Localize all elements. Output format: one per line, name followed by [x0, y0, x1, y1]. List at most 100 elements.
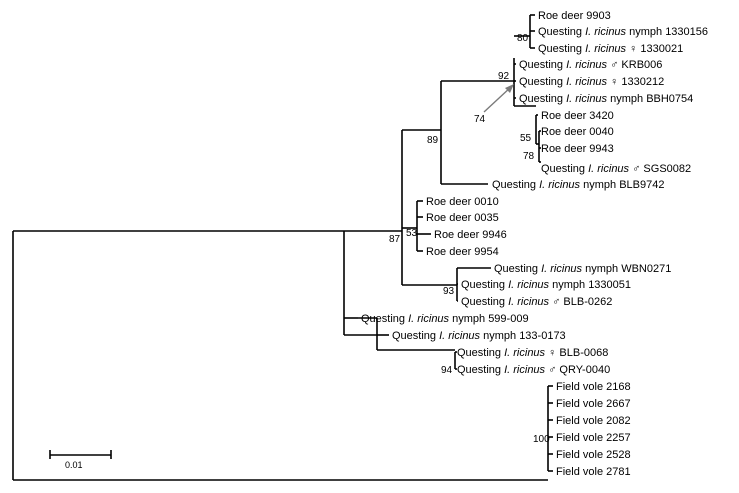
bootstrap-value: 55 [520, 133, 532, 144]
leaf-label-part: Roe deer 0040 [541, 126, 614, 138]
bootstrap-value: 89 [427, 135, 439, 146]
leaf-label-part: Questing [361, 313, 408, 325]
leaf-label-fv2667: Field vole 2667 [556, 398, 631, 410]
leaf-label-part: Roe deer 9946 [434, 229, 507, 241]
leaf-label-rd9943: Roe deer 9943 [541, 143, 614, 155]
leaf-label-part: Questing [519, 76, 566, 88]
leaf-label-part: I. ricinus [566, 93, 607, 105]
bootstrap-value: 100 [533, 434, 550, 445]
leaf-label-fv2781: Field vole 2781 [556, 466, 631, 478]
leaf-label-fBLB0068: Questing I. ricinus ♀ BLB-0068 [457, 347, 608, 359]
leaf-label-part: I. ricinus [588, 163, 629, 175]
leaf-label-f1330021: Questing I. ricinus ♀ 1330021 [538, 43, 683, 55]
leaf-label-fv2257: Field vole 2257 [556, 432, 631, 444]
leaf-label-part: Questing [461, 296, 508, 308]
leaf-label-part: I. ricinus [408, 313, 449, 325]
scale-bar-label: 0.01 [65, 460, 83, 470]
leaf-label-part: I. ricinus [585, 26, 626, 38]
leaf-label-rd9954: Roe deer 9954 [426, 246, 499, 258]
leaf-label-n1330051: Questing I. ricinus nymph 1330051 [461, 279, 631, 291]
leaf-label-part: I. ricinus [539, 179, 580, 191]
bootstrap-value: 53 [406, 228, 418, 239]
leaf-label-part: Questing [541, 163, 588, 175]
leaf-label-part: Questing [494, 263, 541, 275]
leaf-label-part: Questing [457, 364, 504, 376]
leaf-label-rd0035: Roe deer 0035 [426, 212, 499, 224]
leaf-label-part: Questing [519, 93, 566, 105]
leaf-label-rd0040: Roe deer 0040 [541, 126, 614, 138]
leaf-label-nWBN0271: Questing I. ricinus nymph WBN0271 [494, 263, 671, 275]
leaf-label-part: ♀ 1330021 [626, 43, 683, 55]
leaf-label-part: Roe deer 0035 [426, 212, 499, 224]
leaf-label-fv2528: Field vole 2528 [556, 449, 631, 461]
leaf-label-part: Questing [392, 330, 439, 342]
leaf-label-part: Questing [519, 59, 566, 71]
leaf-label-part: nymph BLB9742 [580, 179, 664, 191]
pointer-arrow-head-icon [505, 84, 514, 93]
leaf-label-part: I. ricinus [504, 364, 545, 376]
bootstrap-value: 94 [441, 365, 453, 376]
leaf-label-part: Roe deer 0010 [426, 196, 499, 208]
leaf-label-rd9946: Roe deer 9946 [434, 229, 507, 241]
leaf-label-part: ♀ BLB-0068 [545, 347, 608, 359]
leaf-label-part: Questing [461, 279, 508, 291]
leaf-label-fv2168: Field vole 2168 [556, 381, 631, 393]
leaf-label-part: Field vole 2082 [556, 415, 631, 427]
leaf-label-part: nymph WBN0271 [582, 263, 671, 275]
leaf-label-part: nymph BBH0754 [607, 93, 693, 105]
leaf-label-mKRB006: Questing I. ricinus ♂ KRB006 [519, 59, 662, 71]
leaf-label-part: I. ricinus [585, 43, 626, 55]
leaf-label-part: I. ricinus [504, 347, 545, 359]
leaf-label-part: I. ricinus [566, 59, 607, 71]
leaf-label-part: Field vole 2528 [556, 449, 631, 461]
leaf-label-part: Field vole 2781 [556, 466, 631, 478]
leaf-label-part: I. ricinus [508, 279, 549, 291]
leaf-label-mBLB0262: Questing I. ricinus ♂ BLB-0262 [461, 296, 612, 308]
leaf-label-part: Questing [492, 179, 539, 191]
leaf-label-part: Roe deer 3420 [541, 110, 614, 122]
leaf-label-mQRY0040: Questing I. ricinus ♂ QRY-0040 [457, 364, 610, 376]
leaf-label-part: nymph 1330156 [626, 26, 708, 38]
leaf-label-nBBH0754: Questing I. ricinus nymph BBH0754 [519, 93, 693, 105]
leaf-label-part: I. ricinus [439, 330, 480, 342]
leaf-label-f1330212: Questing I. ricinus ♀ 1330212 [519, 76, 664, 88]
leaf-label-part: ♂ KRB006 [607, 59, 662, 71]
leaf-label-part: Roe deer 9943 [541, 143, 614, 155]
leaf-label-n599009: Questing I. ricinus nymph 599-009 [361, 313, 529, 325]
leaf-label-part: I. ricinus [541, 263, 582, 275]
leaf-label-fv2082: Field vole 2082 [556, 415, 631, 427]
leaf-label-part: ♂ SGS0082 [629, 163, 691, 175]
leaf-label-part: I. ricinus [566, 76, 607, 88]
leaf-label-part: ♂ QRY-0040 [545, 364, 610, 376]
leaf-label-part: ♂ BLB-0262 [549, 296, 612, 308]
leaf-label-part: Field vole 2667 [556, 398, 631, 410]
bootstrap-value: 80 [517, 33, 529, 44]
leaf-label-part: nymph 1330051 [549, 279, 631, 291]
leaf-label-rd0010: Roe deer 0010 [426, 196, 499, 208]
leaf-label-part: Roe deer 9903 [538, 10, 611, 22]
leaf-label-part: I. ricinus [508, 296, 549, 308]
leaf-label-part: Questing [538, 26, 585, 38]
leaf-label-rd9903: Roe deer 9903 [538, 10, 611, 22]
leaf-label-n1330156: Questing I. ricinus nymph 1330156 [538, 26, 708, 38]
leaf-label-nBLB9742: Questing I. ricinus nymph BLB9742 [492, 179, 664, 191]
bootstrap-value: 74 [474, 114, 486, 125]
leaf-label-rd3420: Roe deer 3420 [541, 110, 614, 122]
leaf-label-part: Questing [457, 347, 504, 359]
leaf-label-mSGS0082: Questing I. ricinus ♂ SGS0082 [541, 163, 691, 175]
bootstrap-value: 92 [498, 71, 510, 82]
leaf-label-part: nymph 599-009 [449, 313, 529, 325]
leaf-label-part: Field vole 2168 [556, 381, 631, 393]
bootstrap-value: 78 [523, 151, 535, 162]
leaf-label-part: Questing [538, 43, 585, 55]
leaf-label-part: nymph 133-0173 [480, 330, 566, 342]
leaf-label-part: Roe deer 9954 [426, 246, 499, 258]
bootstrap-value: 87 [389, 234, 401, 245]
tree-branches [12, 14, 553, 481]
leaf-label-n1330173: Questing I. ricinus nymph 133-0173 [392, 330, 566, 342]
bootstrap-value: 93 [443, 286, 455, 297]
leaf-label-part: Field vole 2257 [556, 432, 631, 444]
leaf-label-part: ♀ 1330212 [607, 76, 664, 88]
